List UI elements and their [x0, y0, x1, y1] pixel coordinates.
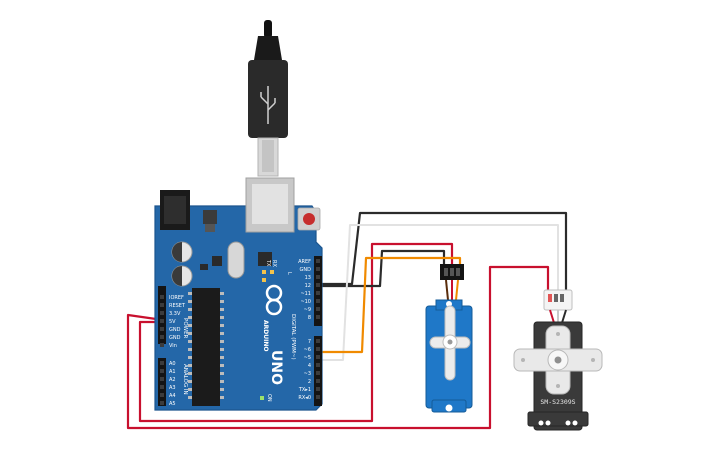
- power-pin[interactable]: [160, 303, 164, 307]
- voltage-regulator: [203, 210, 217, 224]
- analog-pin[interactable]: [160, 401, 164, 405]
- usb-cable-strain: [264, 20, 272, 38]
- power-pin-labels: IOREF RESET 3.3V 5V GND GND Vin: [169, 295, 186, 349]
- usb-cable[interactable]: [248, 20, 288, 177]
- rx-led-label: RX: [271, 260, 277, 267]
- digital-pin[interactable]: [316, 315, 320, 319]
- servo-right-horn[interactable]: [513, 325, 603, 395]
- digital-pin[interactable]: [316, 307, 320, 311]
- power-pin[interactable]: [160, 295, 164, 299]
- digital-pin-label: 2: [308, 379, 311, 385]
- analog-header[interactable]: [158, 358, 166, 406]
- servo-micro-blue[interactable]: [425, 264, 473, 413]
- analog-pin[interactable]: [160, 369, 164, 373]
- arduino-logo-icon: [265, 284, 283, 316]
- wire-gnd-to-servo-right[interactable]: [318, 211, 568, 292]
- analog-pin[interactable]: [160, 393, 164, 397]
- analog-pin-label: A4: [169, 393, 176, 399]
- power-pin-label: RESET: [169, 303, 186, 309]
- analog-pin-label: A3: [169, 385, 176, 391]
- analog-pin-label: A1: [169, 369, 176, 375]
- digital-pin-label: 12: [305, 283, 311, 289]
- wire-signal-white[interactable]: [318, 224, 559, 361]
- analog-pin[interactable]: [160, 361, 164, 365]
- power-pin-label: 3.3V: [169, 311, 181, 317]
- digital-pin[interactable]: [316, 291, 320, 295]
- digital-pin-labels-low: 7 ~6 ~5 4 ~3 2TX▸1RX◂0: [298, 339, 311, 401]
- arduino-uno-board[interactable]: L TX RX ARDUINO UNO ON: [154, 177, 323, 411]
- digital-pin[interactable]: [316, 267, 320, 271]
- servo-left-horn[interactable]: [429, 305, 471, 381]
- analog-pin[interactable]: [160, 385, 164, 389]
- power-pin-label: 5V: [169, 319, 176, 325]
- digital-pin-label: AREF: [298, 259, 311, 265]
- digital-pin[interactable]: [316, 347, 320, 351]
- digital-pin[interactable]: [316, 371, 320, 375]
- power-pin[interactable]: [160, 343, 164, 347]
- digital-pin-label: 8: [308, 315, 311, 321]
- power-pin-label: GND: [169, 327, 181, 333]
- servo-standard-dark[interactable]: SM-S2309S: [513, 289, 603, 431]
- usb-cable-boot: [254, 36, 282, 60]
- digital-pin-label: RX◂0: [298, 395, 311, 401]
- digital-pin[interactable]: [316, 387, 320, 391]
- digital-pin-label: ~3: [304, 371, 311, 377]
- header-pins: [160, 259, 320, 405]
- wires: [126, 211, 568, 430]
- digital-pin-label: ~6: [304, 347, 311, 353]
- wire-5v-to-servo-left[interactable]: [138, 242, 454, 423]
- tx-led-label: TX: [265, 259, 271, 267]
- usb-symbol-icon: [260, 86, 276, 124]
- power-pin[interactable]: [160, 319, 164, 323]
- analog-pin-label: A2: [169, 377, 176, 383]
- digital-pin[interactable]: [316, 339, 320, 343]
- on-led: [260, 396, 264, 400]
- power-pin[interactable]: [160, 311, 164, 315]
- power-section-label: POWER: [182, 318, 188, 339]
- digital-pin-label: GND: [300, 267, 312, 273]
- digital-pin-label: ~10: [300, 299, 311, 305]
- analog-section-label: ANALOG IN: [182, 364, 188, 395]
- on-led-label: ON: [266, 394, 272, 402]
- power-pin-label: GND: [169, 335, 181, 341]
- power-pin-label: Vin: [169, 343, 177, 349]
- digital-pin[interactable]: [316, 395, 320, 399]
- digital-pin-labels-high: AREF GND 13 12 ~11 ~10 ~9 8: [298, 259, 311, 321]
- board-model: UNO: [268, 350, 284, 385]
- digital-pin-label: ~11: [300, 291, 311, 297]
- wire-signal-orange[interactable]: [318, 256, 462, 354]
- reset-button-cap[interactable]: [303, 213, 315, 225]
- usb-chip: [258, 252, 272, 266]
- digital-pin-label: ~9: [304, 307, 311, 313]
- digital-pin-label: 7: [308, 339, 311, 345]
- digital-pin-label: 4: [308, 363, 311, 369]
- digital-pin[interactable]: [316, 275, 320, 279]
- power-pin-label: IOREF: [169, 295, 184, 301]
- power-pin[interactable]: [160, 335, 164, 339]
- board-brand: ARDUINO: [262, 320, 269, 351]
- l-led-label: L: [286, 272, 292, 275]
- digital-pin[interactable]: [316, 379, 320, 383]
- servo-right-model-label: SM-S2309S: [540, 398, 575, 406]
- crystal-oscillator: [227, 241, 245, 279]
- power-pin[interactable]: [160, 327, 164, 331]
- wire-gnd-to-servo-left[interactable]: [318, 249, 446, 288]
- digital-pin[interactable]: [316, 283, 320, 287]
- atmega-chip: [192, 288, 220, 406]
- digital-pin[interactable]: [316, 363, 320, 367]
- digital-pin[interactable]: [316, 355, 320, 359]
- digital-pin-label: TX▸1: [298, 387, 311, 393]
- digital-pin-label: ~5: [304, 355, 311, 361]
- analog-pin-label: A5: [169, 401, 176, 407]
- digital-pin[interactable]: [316, 299, 320, 303]
- wire-5v-red[interactable]: [126, 265, 550, 430]
- digital-pin[interactable]: [316, 259, 320, 263]
- analog-pin[interactable]: [160, 377, 164, 381]
- digital-pin-label: 13: [305, 275, 311, 281]
- analog-pin-label: A0: [169, 361, 176, 367]
- digital-section-label: DIGITAL (PWM~): [290, 314, 296, 360]
